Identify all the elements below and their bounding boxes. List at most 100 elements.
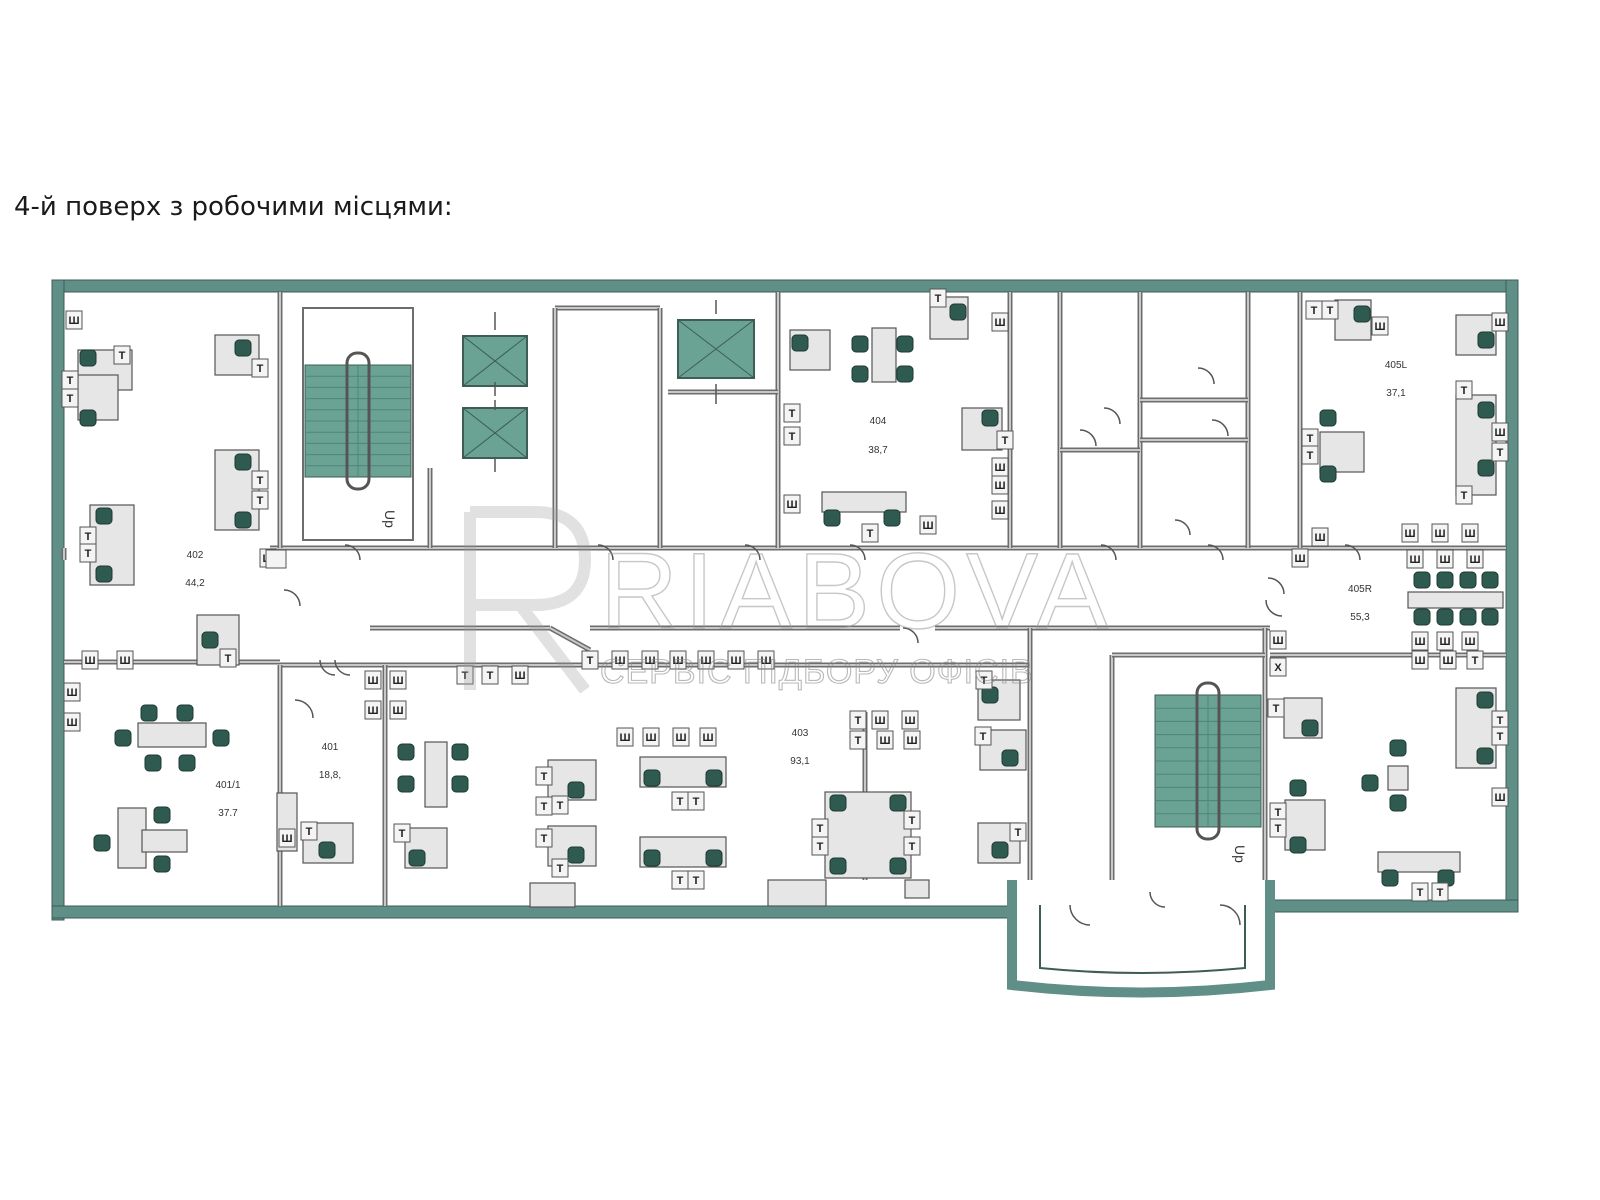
furniture-tag-label: Ш [675,732,686,744]
door-icon [1149,891,1166,908]
furniture-tag [581,650,599,670]
furniture-tag [1491,312,1509,332]
furniture-tag [79,543,97,563]
furniture-tag-label: Ш [645,732,656,744]
furniture-tag-label: Т [541,833,548,845]
chair-icon [212,729,230,747]
furniture-tag [1269,630,1287,650]
chair-icon [178,754,196,772]
furniture-tag [1436,549,1454,569]
chair-icon [451,775,469,793]
furniture-tag-label: Т [693,875,700,887]
desk [1387,765,1409,791]
chair-icon [95,507,113,525]
furniture-tag-label: Ш [644,655,655,667]
furniture-tag [1301,445,1319,465]
furniture-tag [1411,882,1429,902]
furniture-tag [251,490,269,510]
furniture-tag [642,727,660,747]
chair-icon [851,365,869,383]
furniture-tag [991,312,1009,332]
chair-icon [896,335,914,353]
chair-icon [1381,869,1399,887]
furniture-tag-label: Ш [1314,532,1325,544]
furniture-tag [811,836,829,856]
chair-icon [397,743,415,761]
watermark-brand: RIABOVA [600,530,1114,651]
furniture-tag [757,650,775,670]
room-area: 18,8, [319,770,341,781]
room-name: 403 [792,728,809,739]
furniture-tag-label: Т [981,675,988,687]
desk [529,882,576,908]
door-icon [1079,429,1097,447]
furniture-tag [783,426,801,446]
furniture-tag [481,665,499,685]
door-icon [1265,599,1283,617]
stair-rail [1195,681,1221,841]
furniture-tag-label: Ш [994,462,1005,474]
furniture-tag-label: Т [67,375,74,387]
chair-icon [1289,779,1307,797]
watermark-tagline: СЕРВІС ПІДБОРУ ОФІСІВ [600,653,1034,691]
furniture-tag [1455,380,1473,400]
furniture-tag-label: Т [541,801,548,813]
furniture-tag-label: Ш [392,675,403,687]
furniture-tag [113,345,131,365]
page-title: 4-й поверх з робочими місцями: [14,192,453,222]
door-icon [1103,407,1121,425]
chair-icon [949,303,967,321]
furniture-tag-label: Т [225,653,232,665]
furniture-tag-label: Т [1307,433,1314,445]
furniture-tag [1431,523,1449,543]
furniture-tag-label: Ш [392,705,403,717]
chair-icon [981,409,999,427]
furniture-tag [901,710,919,730]
furniture-tag-label: Т [557,863,564,875]
door-icon [1344,544,1361,561]
chair-icon [1477,401,1495,419]
furniture-tag-label: Ш [1272,635,1283,647]
furniture-tag-label: Т [399,828,406,840]
furniture-tag-label: Ш [994,317,1005,329]
furniture-tag-label: Ш [1409,554,1420,566]
furniture-tag-label: Ш [1464,528,1475,540]
chair-icon [93,834,111,852]
chair-icon [451,743,469,761]
furniture-tag [1411,650,1429,670]
furniture-tag-label: Ш [1494,317,1505,329]
furniture: ШТТТТТТТТТШШШТШТТТШШШШШТТТШШТТТШТТШШШШШШ… [61,288,1509,908]
room-area: 38,7 [868,445,888,456]
furniture-tag [783,494,801,514]
furniture-tag-label: Т [462,670,469,682]
door-icon [1069,904,1091,926]
furniture-tag-label: Ш [1494,792,1505,804]
chair-icon [829,857,847,875]
chair-icon [1436,571,1454,589]
bay-wall [1007,880,1275,998]
furniture-tag-label: Т [587,655,594,667]
furniture-tag-label: Т [1472,655,1479,667]
chair-icon [1001,749,1019,767]
stair-shaft-left [302,307,414,541]
furniture-tag [116,650,134,670]
furniture-tag [551,795,569,815]
chair-icon [176,704,194,722]
furniture-tag-label: Ш [1294,553,1305,565]
furniture-tag-label: Ш [1439,554,1450,566]
chair-icon [79,409,97,427]
watermark-logo-icon [464,506,592,694]
room-area: 37.7 [218,808,238,819]
furniture-tag [389,700,407,720]
inner-wall-core [549,627,591,651]
cabinet-box [265,549,287,569]
chair-icon [234,511,252,529]
furniture-tag [1436,631,1454,651]
furniture-tag [1491,726,1509,746]
up-label-left: Up [382,510,398,528]
desk [1377,851,1461,873]
chair-icon [1477,331,1495,349]
furniture-tag-label: Т [789,408,796,420]
door-icon [1219,904,1241,926]
chair-icon [829,794,847,812]
